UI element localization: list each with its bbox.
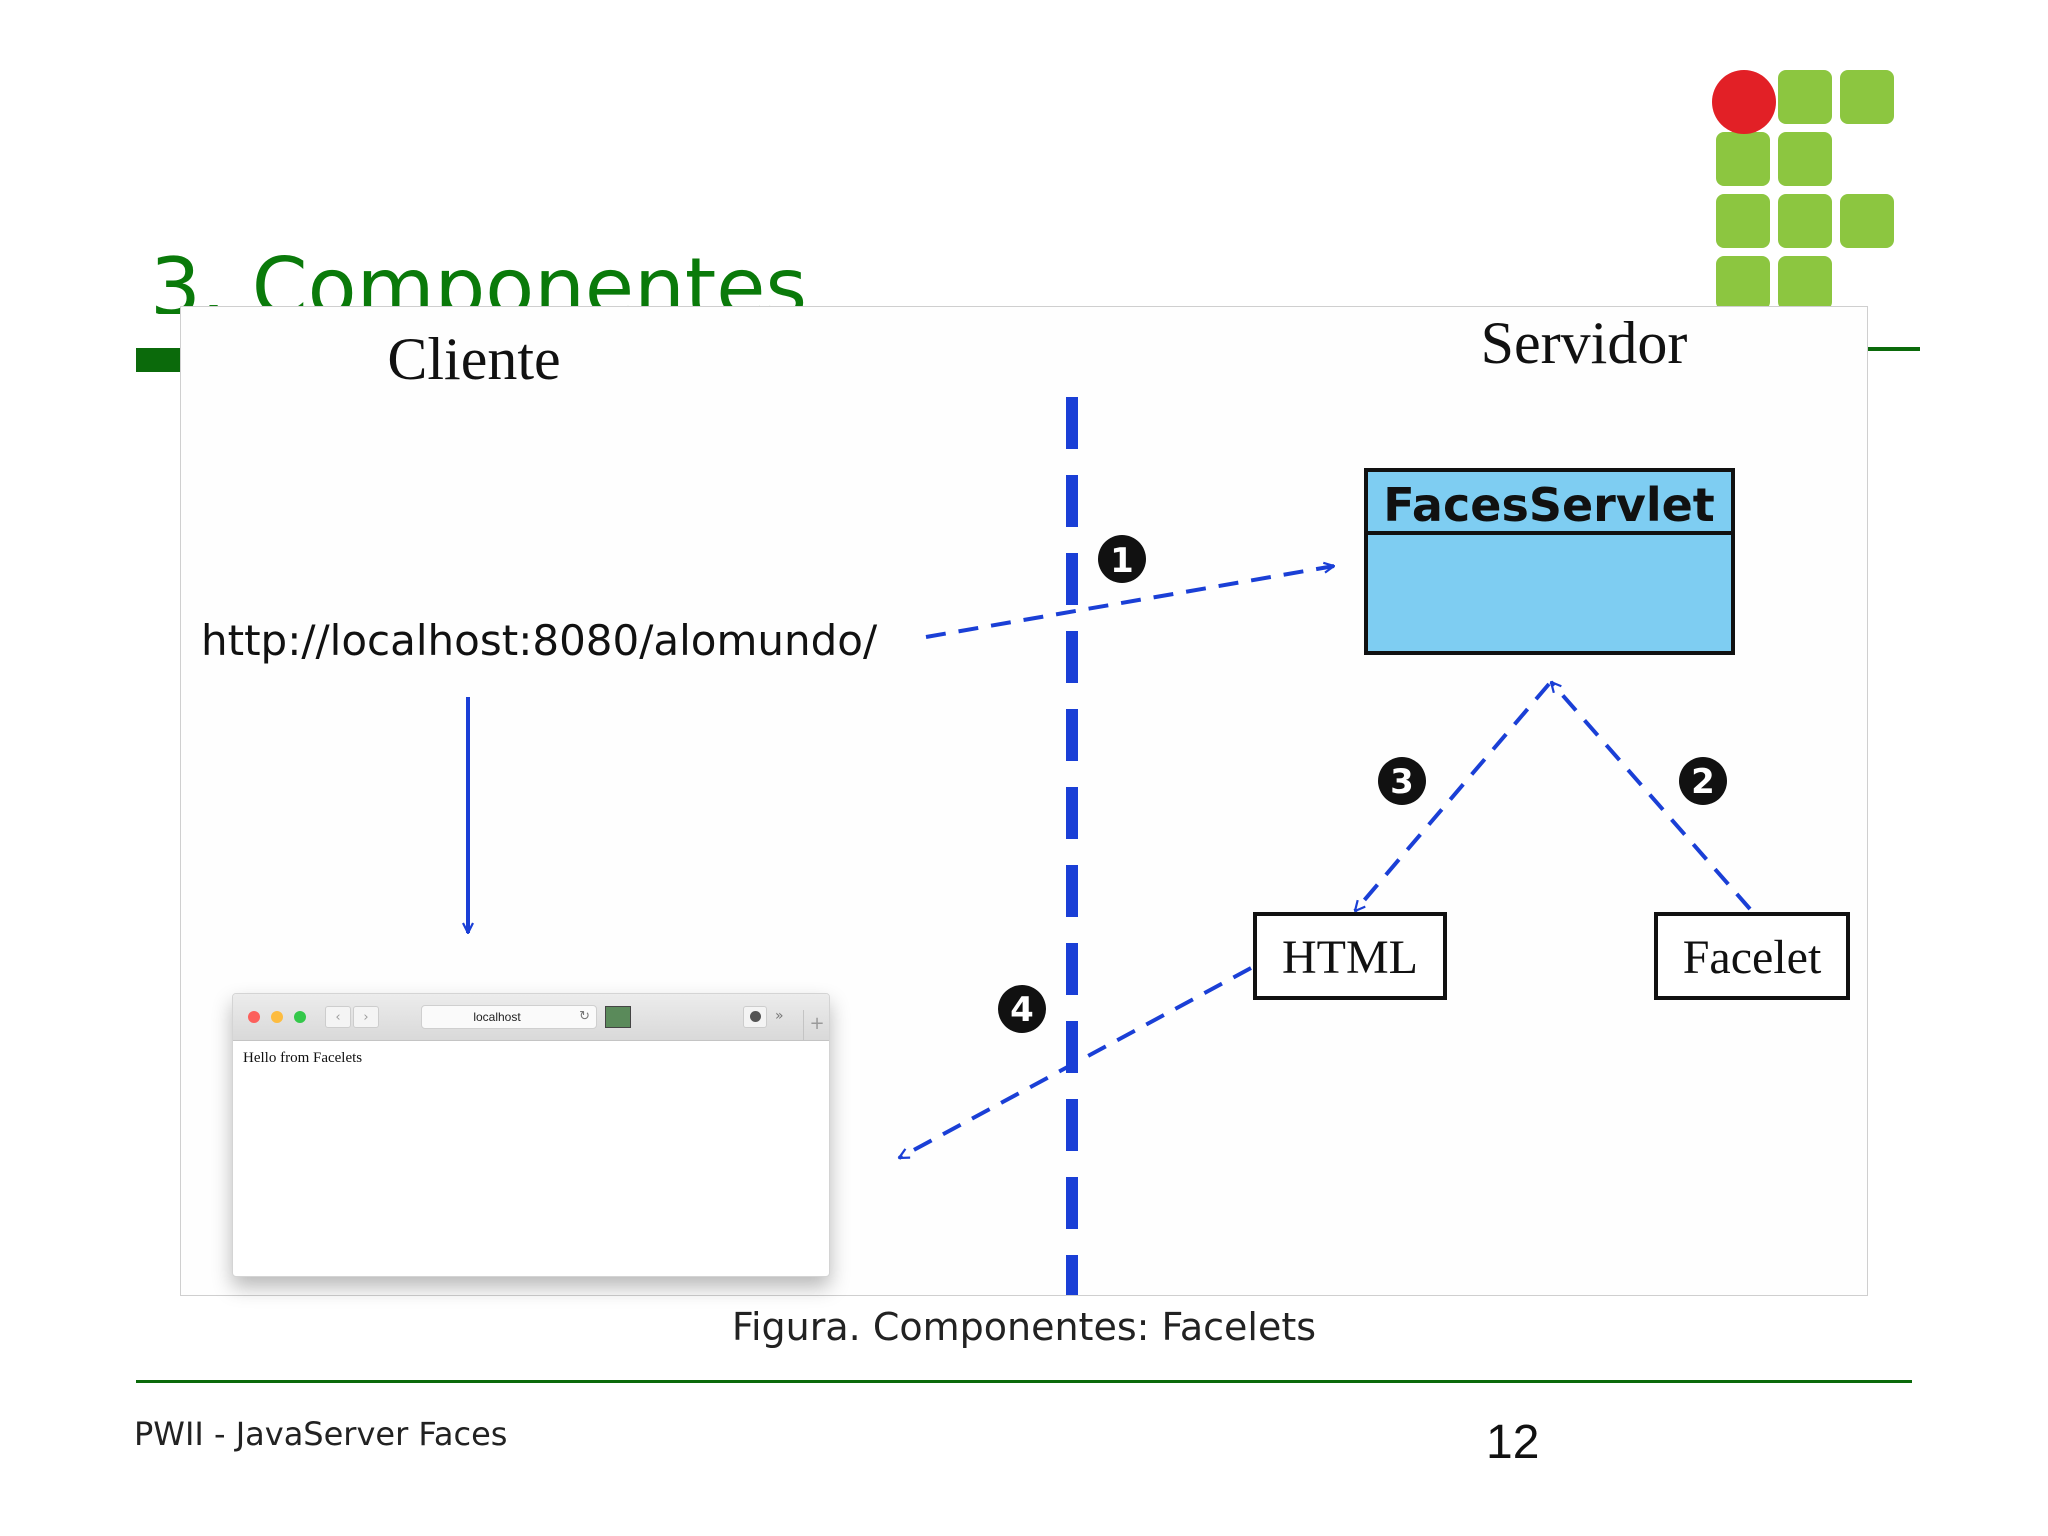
request-url: http://localhost:8080/alomundo/ — [201, 616, 878, 665]
servidor-label: Servidor — [1481, 310, 1688, 376]
step-3-number: 3 — [1390, 762, 1414, 802]
servlet-to-html-arrow — [1355, 682, 1551, 911]
response-arrow — [899, 966, 1252, 1160]
logo-square — [1778, 70, 1832, 124]
more-chevrons-icon: » — [775, 1008, 784, 1024]
facelets-diagram: Cliente Servidor http://localhost:8080/a… — [201, 310, 1850, 1295]
facelet-to-servlet-arrow — [1551, 682, 1752, 911]
title-underline-line — [1868, 347, 1920, 351]
footer-course: PWII - JavaServer Faces — [134, 1415, 508, 1453]
address-text: localhost — [473, 1010, 521, 1024]
logo-square — [1778, 194, 1832, 248]
html-label: HTML — [1282, 931, 1418, 984]
step-2-number: 2 — [1691, 762, 1715, 802]
browser-page-content: Hello from Facelets — [243, 1050, 363, 1066]
title-underline-bar — [136, 348, 180, 372]
back-arrow-icon: ‹ — [325, 1006, 351, 1028]
new-tab-icon: + — [803, 1010, 829, 1040]
figure-frame: Cliente Servidor http://localhost:8080/a… — [180, 306, 1868, 1296]
reload-icon: ↻ — [579, 1009, 590, 1024]
browser-toolbar: ‹ › localhost ↻ » + — [233, 994, 829, 1041]
figure-caption: Figura. Componentes: Facelets — [731, 1305, 1317, 1349]
step-1-badge — [1098, 535, 1146, 583]
html-box — [1253, 912, 1447, 1000]
step-2-badge — [1679, 757, 1727, 805]
step-4-badge — [998, 985, 1046, 1033]
footer-divider — [136, 1380, 1912, 1383]
page-number: 12 — [1486, 1416, 1540, 1469]
logo-square — [1716, 194, 1770, 248]
step-3-badge — [1378, 757, 1426, 805]
browser-window: ‹ › localhost ↻ » + Hello from Facelets — [232, 993, 830, 1277]
institute-logo — [1712, 70, 1894, 310]
logo-square — [1716, 132, 1770, 186]
logo-circle — [1712, 70, 1776, 134]
logo-square — [1840, 70, 1894, 124]
cliente-label: Cliente — [387, 326, 560, 392]
logo-square — [1716, 256, 1770, 310]
request-arrow — [925, 566, 1334, 639]
facelet-label: Facelet — [1683, 931, 1822, 984]
photo-icon — [605, 1006, 631, 1028]
window-minimize-dot — [271, 1011, 283, 1023]
window-close-dot — [248, 1011, 260, 1023]
address-bar: localhost ↻ — [421, 1005, 597, 1029]
slide-title: 3. Componentes — [150, 241, 808, 314]
facelet-box — [1654, 912, 1850, 1000]
info-icon — [743, 1006, 767, 1028]
logo-square — [1840, 194, 1894, 248]
window-zoom-dot — [294, 1011, 306, 1023]
logo-square — [1778, 132, 1832, 186]
step-4-number: 4 — [1010, 990, 1034, 1030]
logo-square — [1778, 256, 1832, 310]
faces-servlet-label: FacesServlet — [1383, 478, 1715, 532]
faces-servlet-box — [1364, 468, 1735, 655]
forward-arrow-icon: › — [353, 1006, 379, 1028]
step-1-number: 1 — [1110, 541, 1134, 581]
